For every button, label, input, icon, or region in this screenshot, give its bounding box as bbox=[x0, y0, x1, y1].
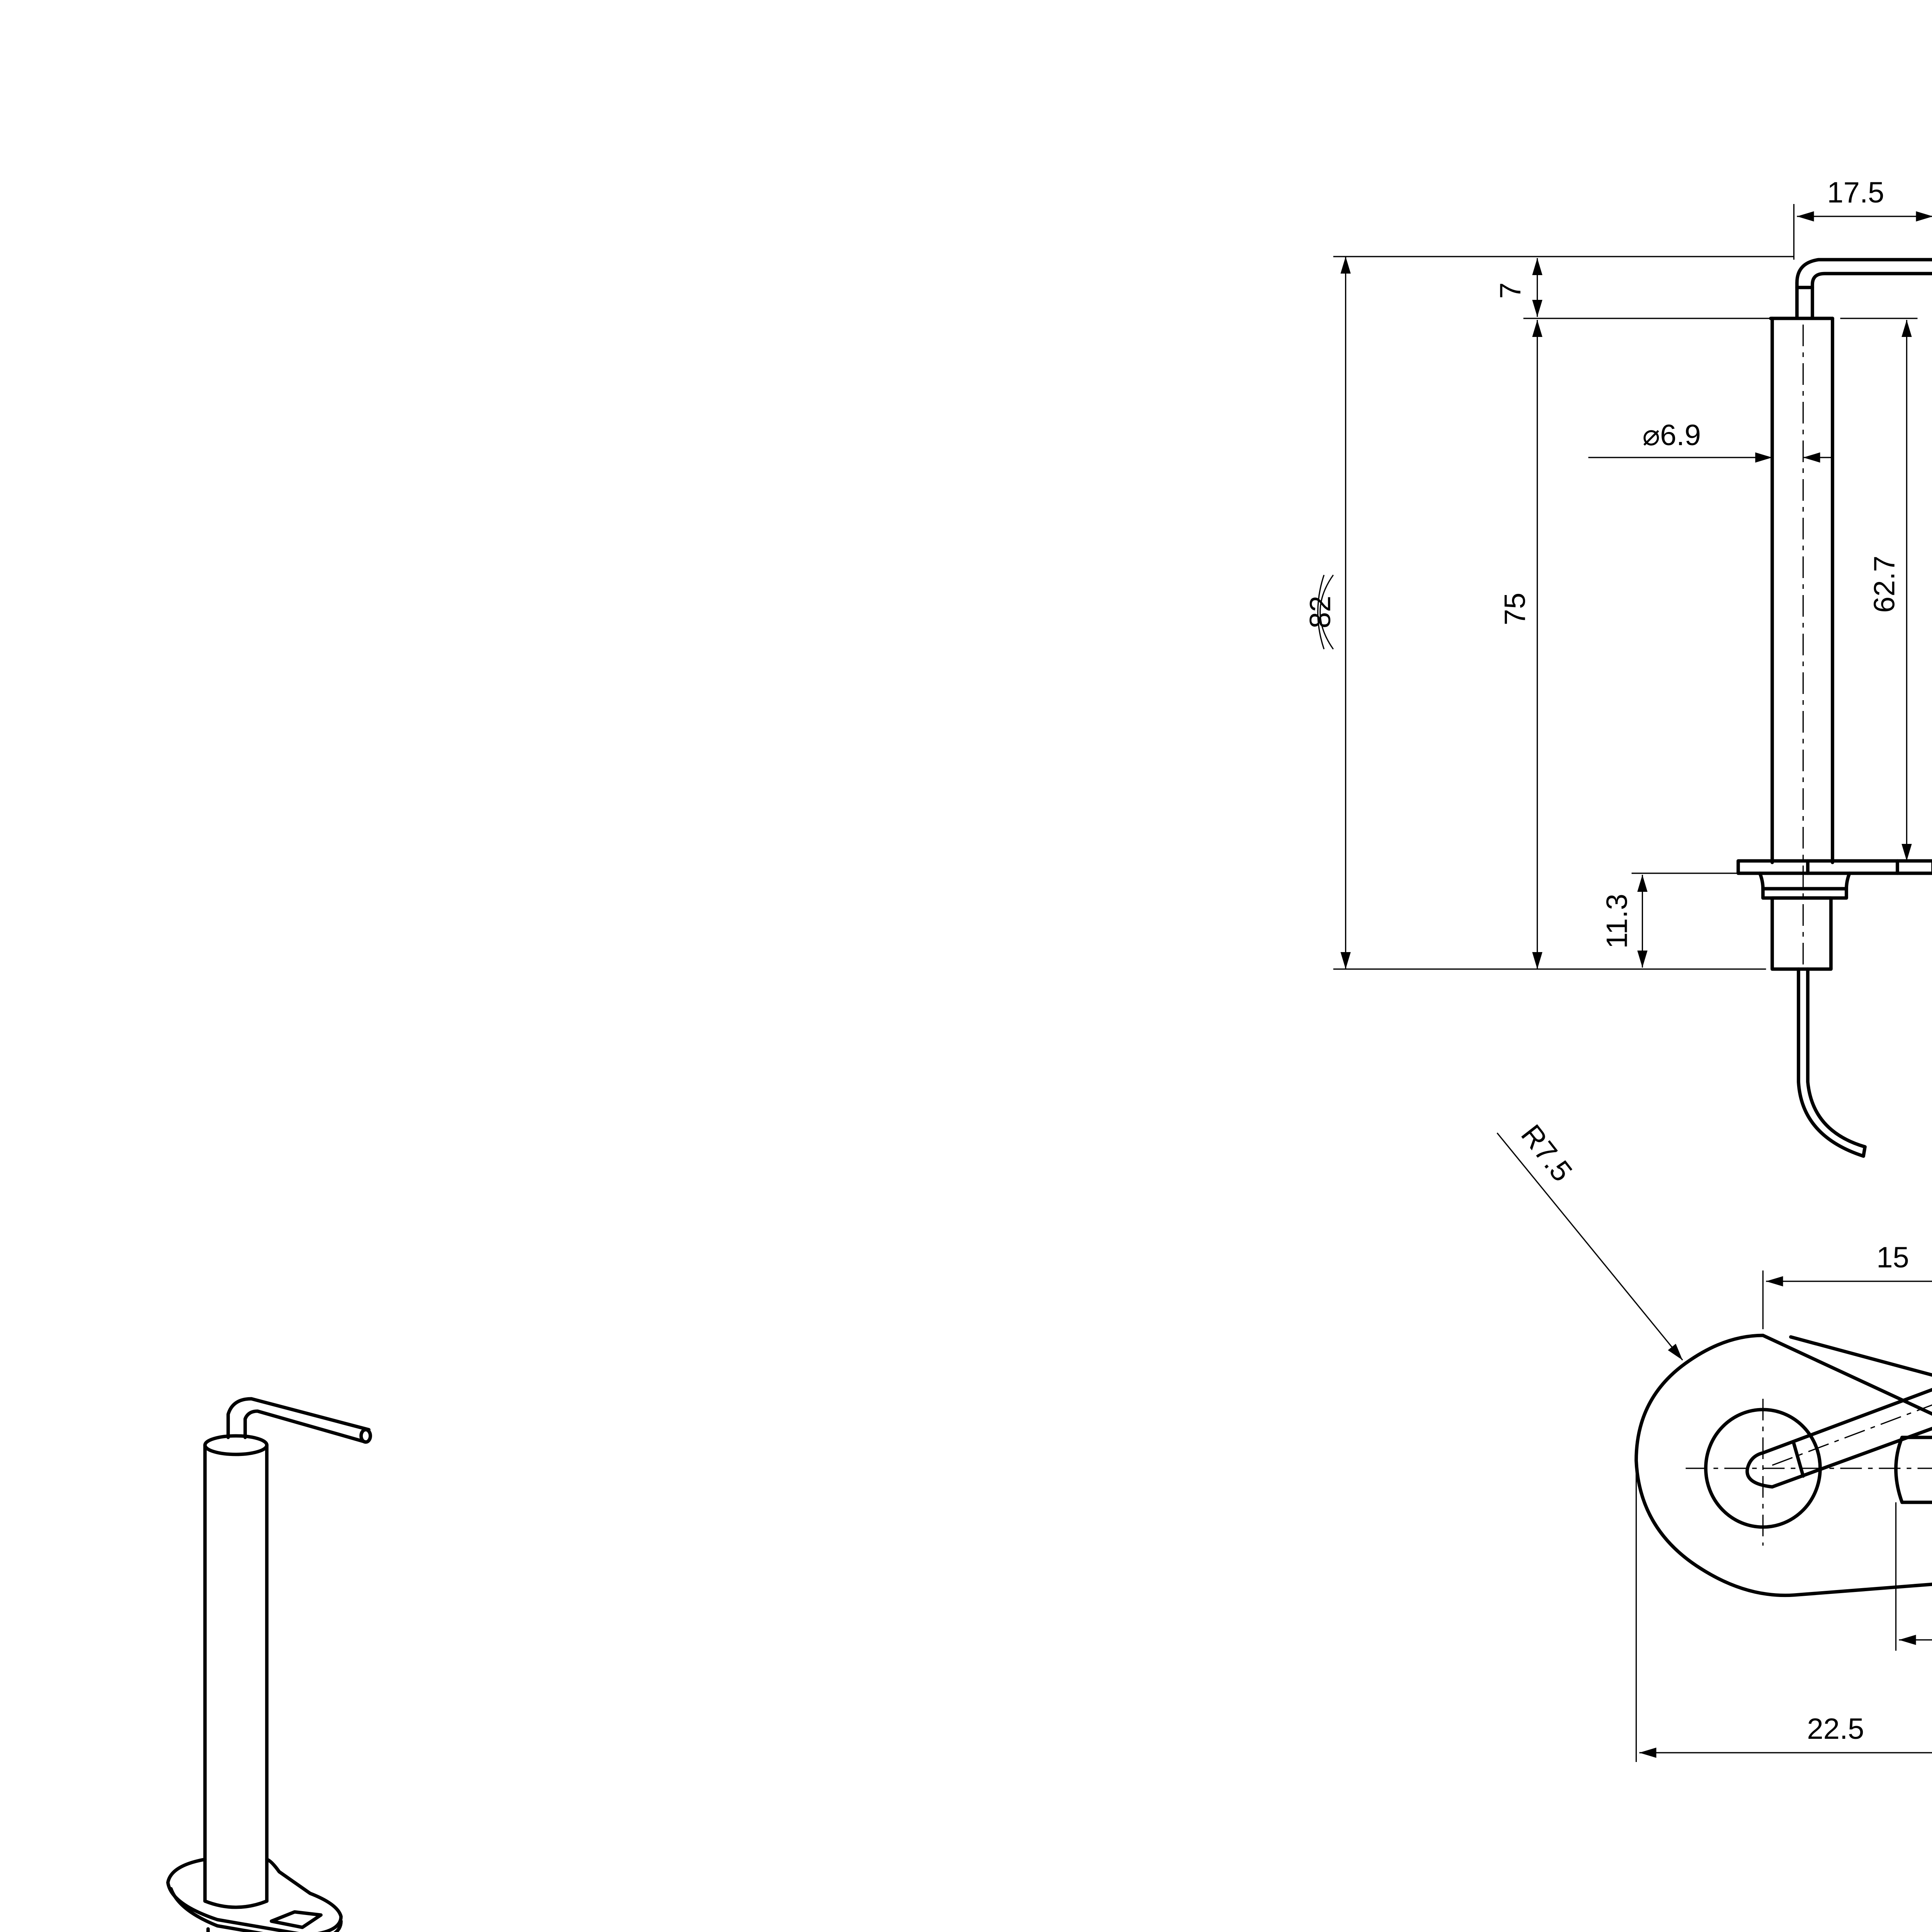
dim-center-to-edge: 15 bbox=[1762, 1241, 1932, 1329]
dim-radius: R7.5 bbox=[1497, 1119, 1683, 1361]
svg-text:75: 75 bbox=[1499, 593, 1532, 626]
isometric-view: 3D view of electrode bbox=[166, 1397, 372, 1932]
dim-lower-length: 11.3 bbox=[1601, 875, 1648, 968]
svg-text:22.5: 22.5 bbox=[1807, 1713, 1864, 1745]
dim-total-width: 22.5 bbox=[1635, 1468, 1932, 1762]
insulator-body bbox=[1769, 316, 1834, 966]
svg-text:15: 15 bbox=[1876, 1241, 1909, 1274]
svg-text:62.7: 62.7 bbox=[1868, 556, 1901, 613]
dim-body-diameter: ⌀6.9 bbox=[1588, 419, 1833, 463]
dim-overall-length: 82 bbox=[1304, 257, 1351, 969]
flange bbox=[1736, 859, 1932, 971]
dim-insulator-length: 62.7 bbox=[1868, 320, 1912, 861]
top-view: R7.5 15 22.5 5 4 bbox=[1497, 1119, 1932, 1762]
dim-main-length: 75 bbox=[1499, 320, 1543, 969]
dim-tip-length: 17.5 bbox=[1793, 176, 1932, 260]
svg-text:⌀6.9: ⌀6.9 bbox=[1643, 419, 1701, 452]
side-view: ⌀2 17.5 7 82 75 bbox=[1304, 176, 1932, 1158]
flange-outline bbox=[1634, 1333, 1932, 1597]
svg-text:82: 82 bbox=[1304, 596, 1337, 629]
cable bbox=[1797, 967, 1867, 1158]
svg-text:11.3: 11.3 bbox=[1601, 894, 1634, 949]
svg-text:R7.5: R7.5 bbox=[1515, 1119, 1579, 1188]
svg-text:17.5: 17.5 bbox=[1827, 176, 1884, 209]
dim-tip-height: 7 bbox=[1494, 258, 1543, 317]
electrode-tip bbox=[1795, 258, 1932, 319]
tip-top-projection bbox=[1745, 1388, 1932, 1489]
dim-slot-width: 5 bbox=[1895, 1502, 1932, 1651]
svg-text:7: 7 bbox=[1494, 282, 1527, 299]
